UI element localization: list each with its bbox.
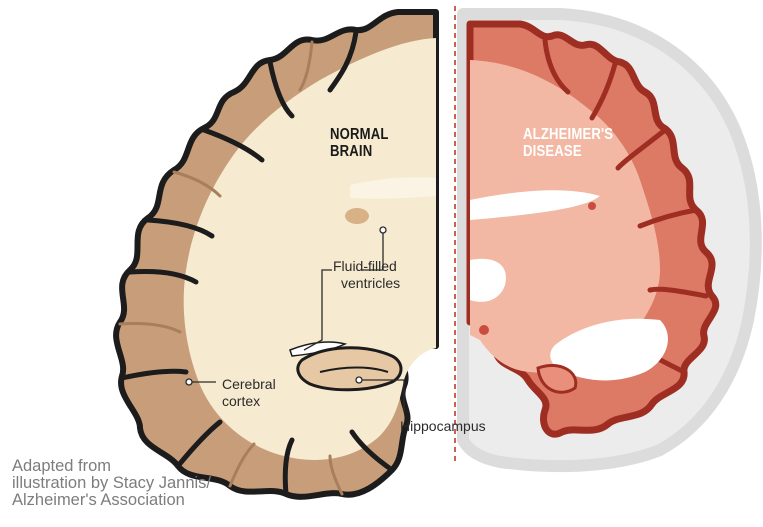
ventricle-pointer-dot bbox=[380, 227, 386, 233]
cortex-callout: Cerebral cortex bbox=[222, 376, 276, 410]
alzheimers-title-line2: DISEASE bbox=[523, 143, 613, 160]
hippocampus-callout: Hippocampus bbox=[400, 418, 486, 435]
normal-hippocampus bbox=[298, 348, 401, 390]
ventricles-label-line2: ventricles bbox=[333, 275, 400, 292]
cortex-label-line1: Cerebral bbox=[222, 376, 276, 393]
credit-line1: Adapted from bbox=[12, 458, 211, 475]
credit-line3: Alzheimer's Association bbox=[12, 492, 211, 509]
cortex-label-line2: cortex bbox=[222, 393, 276, 410]
ventricles-label-line1: Fluid-filled bbox=[333, 258, 400, 275]
ventricles-callout: Fluid-filled ventricles bbox=[333, 258, 400, 292]
normal-title-line2: BRAIN bbox=[330, 143, 389, 160]
credit-line2: illustration by Stacy Jannis/ bbox=[12, 475, 211, 492]
alzheimers-title: ALZHEIMER'S DISEASE bbox=[523, 126, 613, 160]
hippocampus-label: Hippocampus bbox=[400, 418, 486, 435]
normal-brain-title: NORMAL BRAIN bbox=[330, 126, 389, 160]
hippocampus-pointer-dot bbox=[356, 377, 362, 383]
normal-brain bbox=[116, 12, 436, 497]
alzheimers-title-line1: ALZHEIMER'S bbox=[523, 126, 613, 143]
image-credit: Adapted from illustration by Stacy Janni… bbox=[12, 458, 211, 509]
normal-title-line1: NORMAL bbox=[330, 126, 389, 143]
cortex-pointer-dot bbox=[186, 379, 192, 385]
